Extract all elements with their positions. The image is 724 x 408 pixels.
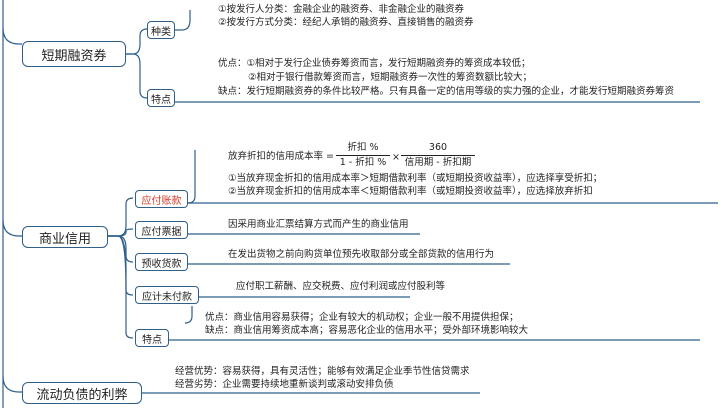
types-line-2: ②按发行方式分类：经纪人承销的融资券、直接销售的融资券 — [218, 17, 474, 28]
discount-rule-2: ②当放弃现金折扣的信用成本率＜短期借款利率（或短期投资收益率），应选择放弃折扣 — [228, 186, 593, 197]
fraction-denominator: 信用期 - 折扣期 — [404, 157, 472, 168]
features-line-1: 优点：①相对于发行企业债券筹资而言，发行短期融资券的筹资成本较低； — [218, 58, 531, 69]
short-term-financing-node: 短期融资券 — [22, 41, 126, 67]
node-label: 短期融资券 — [41, 48, 107, 64]
node-label: 种类 — [151, 26, 171, 38]
features-line-3: 缺点：发行短期融资券的条件比较严格。只有具备一定的信用等级的实力强的企业，才能发… — [218, 86, 675, 97]
advance-receipts-node: 预收货款 — [135, 253, 188, 271]
types-line-1: ①按发行人分类：金融企业的融资券、非金融企业的融资券 — [218, 4, 465, 15]
notes-payable-text: 因采用商业汇票结算方式而产生的商业信用 — [228, 219, 409, 230]
features-node-2: 特点 — [135, 329, 169, 347]
features-line-2: ②相对于银行借款筹资而言，短期融资券一次性的筹资数额比较大； — [248, 72, 533, 83]
fraction-numerator: 360 — [428, 142, 448, 153]
commercial-credit-node: 商业信用 — [22, 226, 108, 248]
features-node-1: 特点 — [147, 89, 175, 107]
accounts-payable-node: 应付账款 — [135, 190, 188, 208]
node-label: 预收货款 — [141, 258, 182, 270]
formula-fraction-2: 360 信用期 - 折扣期 — [401, 142, 475, 169]
credit-features-line-2: 缺点：商业信用筹资成本高；容易恶化企业的信用水平；受外部环境影响较大 — [205, 325, 529, 336]
accrued-expenses-text: 应付职工薪酬、应交税费、应付利润或应付股利等 — [236, 281, 446, 292]
node-label: 应计未付款 — [142, 291, 192, 303]
node-label: 特点 — [142, 334, 162, 346]
formula-left: 放弃折扣的信用成本率 = — [228, 151, 334, 162]
current-liabilities-node: 流动负债的利弊 — [22, 382, 142, 404]
fraction-bar — [401, 155, 475, 156]
advance-receipts-text: 在发出货物之前向购货单位预先收取部分或全部货款的信用行为 — [228, 249, 495, 260]
fraction-denominator: 1 - 折扣 % — [339, 157, 387, 168]
liabilities-line-2: 经营劣势：企业需要持续地重新谈判或滚动安排负债 — [175, 379, 394, 390]
node-label: 流动负债的利弊 — [36, 387, 128, 403]
fraction-bar — [336, 155, 390, 156]
node-label: 应付票据 — [141, 226, 182, 238]
node-label: 应付账款 — [141, 195, 182, 207]
formula-times: × — [392, 152, 400, 163]
liabilities-line-1: 经营优势：容易获得，具有灵活性；能够有效满足企业季节性信贷需求 — [175, 366, 470, 377]
formula-fraction-1: 折扣 % 1 - 折扣 % — [336, 142, 390, 169]
fraction-numerator: 折扣 % — [347, 142, 379, 153]
credit-features-line-1: 优点：商业信用容易获得；企业有较大的机动权；企业一般不用提供担保； — [205, 312, 519, 323]
types-node: 种类 — [147, 21, 175, 39]
accrued-expenses-node: 应计未付款 — [135, 286, 199, 304]
discount-rule-1: ①当放弃现金折扣的信用成本率＞短期借款利率（或短期投资收益率），应选择享受折扣； — [228, 173, 603, 184]
notes-payable-node: 应付票据 — [135, 221, 188, 239]
node-label: 商业信用 — [38, 231, 91, 247]
node-label: 特点 — [151, 94, 171, 106]
